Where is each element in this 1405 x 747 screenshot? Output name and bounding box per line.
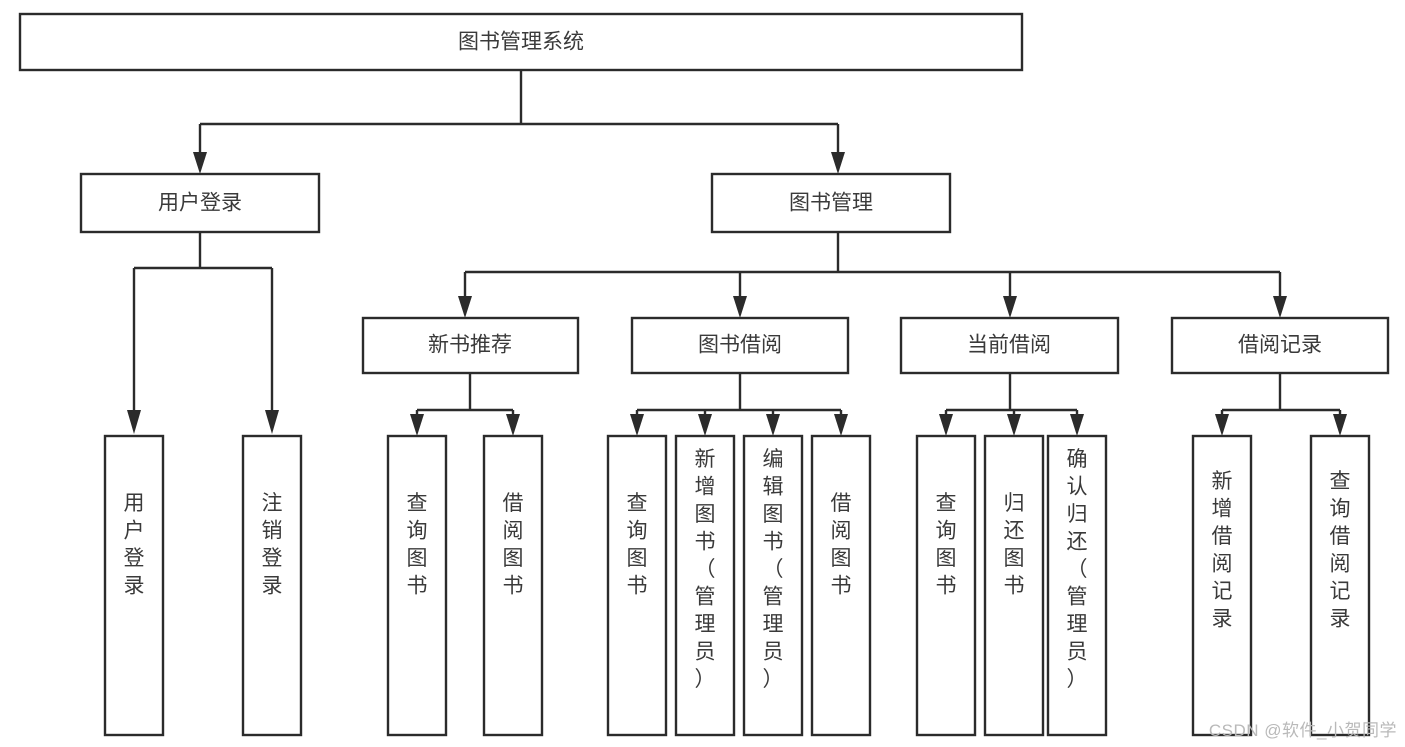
arrowhead-to-leaf-user-logout bbox=[265, 410, 279, 434]
arrowhead-to-leaf-add-record bbox=[1215, 414, 1229, 436]
arrowhead-to-leaf-query-book-2 bbox=[630, 414, 644, 436]
node-leaf-borrow-book-1[interactable]: 借阅图书 bbox=[482, 434, 544, 737]
node-book-borrow-box[interactable] bbox=[630, 316, 850, 375]
node-leaf-add-record-label: 新增借阅记录 bbox=[1212, 470, 1233, 631]
node-leaf-add-book-box[interactable] bbox=[674, 434, 736, 737]
node-current-borrow-box[interactable] bbox=[899, 316, 1120, 375]
node-new-book-recommend-box[interactable] bbox=[361, 316, 580, 375]
node-root-label: 图书管理系统 bbox=[458, 31, 584, 54]
node-leaf-add-record[interactable]: 新增借阅记录 bbox=[1191, 434, 1253, 737]
node-root[interactable]: 图书管理系统 bbox=[18, 12, 1024, 72]
arrowhead-to-leaf-user-login bbox=[127, 410, 141, 434]
connector-book-manage-bus bbox=[463, 232, 1282, 298]
node-book-borrow-label: 图书借阅 bbox=[698, 334, 782, 357]
arrowhead-to-leaf-query-record bbox=[1333, 414, 1347, 436]
node-leaf-borrow-book-2[interactable]: 借阅图书 bbox=[810, 434, 872, 737]
node-leaf-query-record-label: 查询借阅记录 bbox=[1330, 470, 1351, 631]
connector-book-borrow-bus bbox=[635, 373, 843, 420]
arrowhead-to-current-borrow bbox=[1003, 296, 1017, 318]
node-leaf-edit-book[interactable]: 编辑图书（管理员） bbox=[742, 434, 804, 737]
node-book-manage[interactable]: 图书管理 bbox=[710, 172, 952, 234]
node-leaf-borrow-book-2-box[interactable] bbox=[810, 434, 872, 737]
node-leaf-return-book-box[interactable] bbox=[983, 434, 1045, 737]
node-borrow-record-label: 借阅记录 bbox=[1238, 334, 1322, 357]
arrowhead-to-borrow-record bbox=[1273, 296, 1287, 318]
node-leaf-query-book-2-box[interactable] bbox=[606, 434, 668, 737]
node-leaf-query-book-2-label: 查询图书 bbox=[627, 492, 648, 598]
node-leaf-add-book[interactable]: 新增图书（管理员） bbox=[674, 434, 736, 737]
node-new-book-recommend-label: 新书推荐 bbox=[428, 334, 512, 357]
connector-layer bbox=[127, 70, 1347, 436]
node-root-box[interactable] bbox=[18, 12, 1024, 72]
node-book-borrow[interactable]: 图书借阅 bbox=[630, 316, 850, 375]
node-leaf-borrow-book-1-label: 借阅图书 bbox=[503, 492, 524, 598]
node-leaf-query-book-3[interactable]: 查询图书 bbox=[915, 434, 977, 737]
node-current-borrow[interactable]: 当前借阅 bbox=[899, 316, 1120, 375]
node-current-borrow-label: 当前借阅 bbox=[967, 334, 1051, 357]
node-leaf-user-login[interactable]: 用户登录 bbox=[103, 434, 165, 737]
node-leaf-confirm-return-box[interactable] bbox=[1046, 434, 1108, 737]
node-leaf-query-record[interactable]: 查询借阅记录 bbox=[1309, 434, 1371, 737]
arrowhead-to-leaf-query-book-3 bbox=[939, 414, 953, 436]
arrowhead-to-book-borrow bbox=[733, 296, 747, 318]
node-leaf-borrow-book-2-label: 借阅图书 bbox=[831, 492, 852, 598]
arrowhead-to-user-login bbox=[193, 152, 207, 174]
node-borrow-record-box[interactable] bbox=[1170, 316, 1390, 375]
node-leaf-query-record-box[interactable] bbox=[1309, 434, 1371, 737]
node-leaf-edit-book-label: 编辑图书（管理员） bbox=[763, 448, 784, 691]
arrowhead-to-leaf-edit-book bbox=[766, 414, 780, 436]
node-leaf-query-book-1-label: 查询图书 bbox=[407, 492, 428, 598]
node-leaf-user-login-box[interactable] bbox=[103, 434, 165, 737]
node-leaf-user-login-label: 用户登录 bbox=[124, 492, 145, 598]
node-leaf-add-book-label: 新增图书（管理员） bbox=[695, 448, 716, 691]
arrowhead-to-leaf-borrow-book-2 bbox=[834, 414, 848, 436]
node-new-book-recommend[interactable]: 新书推荐 bbox=[361, 316, 580, 375]
arrowhead-to-leaf-add-book bbox=[698, 414, 712, 436]
node-book-manage-label: 图书管理 bbox=[789, 192, 873, 215]
connector-new-book-recommend-bus bbox=[415, 373, 515, 420]
connector-borrow-record-bus bbox=[1220, 373, 1342, 420]
arrowhead-to-leaf-borrow-book-1 bbox=[506, 414, 520, 436]
node-user-login-box[interactable] bbox=[79, 172, 321, 234]
arrowhead-to-leaf-confirm-return bbox=[1070, 414, 1084, 436]
node-leaf-return-book[interactable]: 归还图书 bbox=[983, 434, 1045, 737]
node-leaf-query-book-3-label: 查询图书 bbox=[936, 492, 957, 598]
connector-user-login-bus bbox=[132, 232, 274, 412]
node-leaf-query-book-3-box[interactable] bbox=[915, 434, 977, 737]
node-leaf-confirm-return-label: 确认归还（管理员） bbox=[1067, 448, 1088, 691]
arrowhead-to-leaf-return-book bbox=[1007, 414, 1021, 436]
node-leaf-user-logout-label: 注销登录 bbox=[262, 492, 283, 598]
connector-root-bus bbox=[198, 70, 840, 160]
node-leaf-query-book-2[interactable]: 查询图书 bbox=[606, 434, 668, 737]
node-leaf-user-logout-box[interactable] bbox=[241, 434, 303, 737]
node-leaf-add-record-box[interactable] bbox=[1191, 434, 1253, 737]
node-leaf-return-book-label: 归还图书 bbox=[1004, 492, 1025, 598]
node-user-login-label: 用户登录 bbox=[158, 192, 242, 215]
node-borrow-record[interactable]: 借阅记录 bbox=[1170, 316, 1390, 375]
node-leaf-confirm-return[interactable]: 确认归还（管理员） bbox=[1046, 434, 1108, 737]
node-leaf-edit-book-box[interactable] bbox=[742, 434, 804, 737]
connector-current-borrow-bus bbox=[944, 373, 1079, 420]
node-book-manage-box[interactable] bbox=[710, 172, 952, 234]
node-leaf-user-logout[interactable]: 注销登录 bbox=[241, 434, 303, 737]
arrowhead-to-new-book-recommend bbox=[458, 296, 472, 318]
arrowhead-to-leaf-query-book-1 bbox=[410, 414, 424, 436]
node-leaf-query-book-1[interactable]: 查询图书 bbox=[386, 434, 448, 737]
node-leaf-borrow-book-1-box[interactable] bbox=[482, 434, 544, 737]
arrowhead-to-book-manage bbox=[831, 152, 845, 174]
node-user-login[interactable]: 用户登录 bbox=[79, 172, 321, 234]
node-leaf-query-book-1-box[interactable] bbox=[386, 434, 448, 737]
